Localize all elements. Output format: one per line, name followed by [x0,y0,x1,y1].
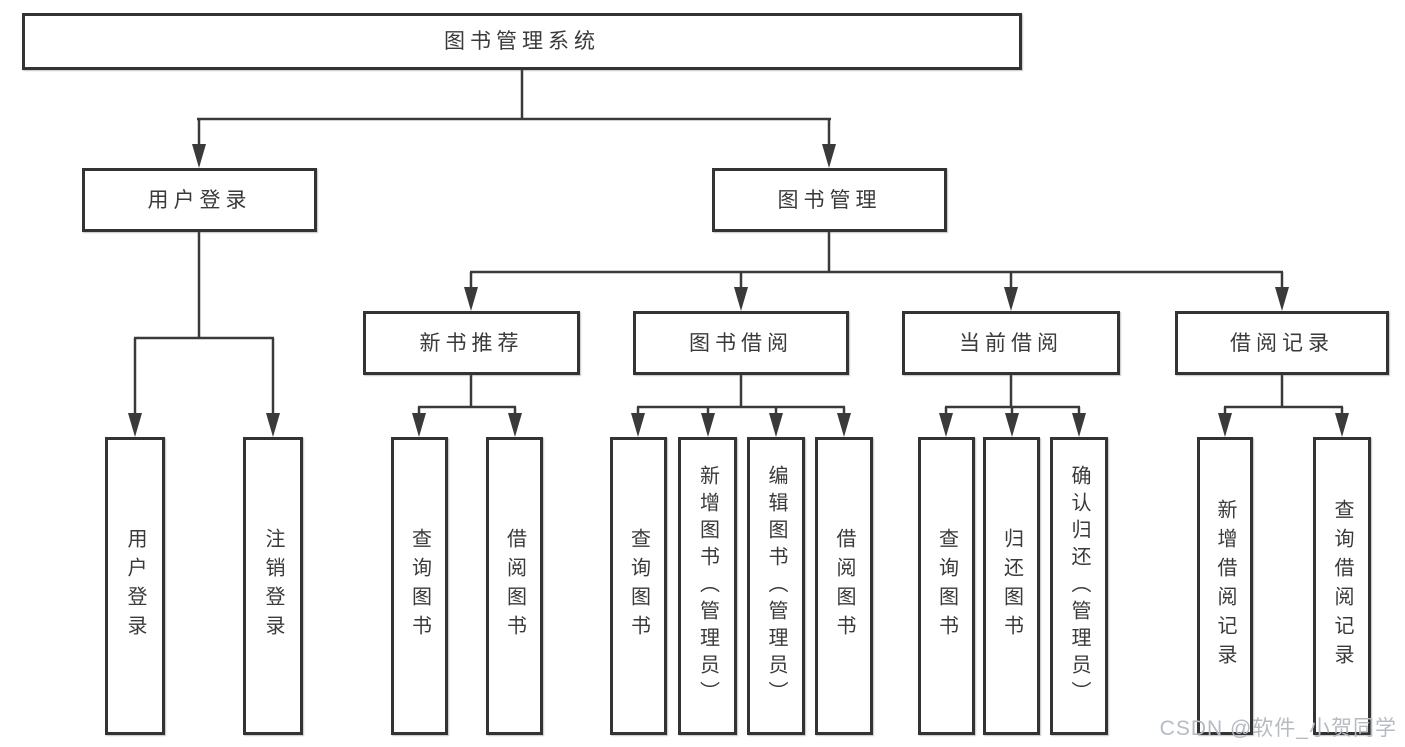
leaf-logout-label: 注销登录 [262,528,284,644]
node-new-book-recommendation-label: 新书推荐 [419,331,524,355]
node-current-borrowing-label: 当前借阅 [959,331,1063,355]
node-root-label: 图书管理系统 [444,30,600,53]
leaf-add-borrow-record: 新增借阅记录 [1197,437,1253,735]
leaf-confirm-return-admin-label: 确认归还（管理员） [1068,464,1090,708]
node-root: 图书管理系统 [22,13,1022,70]
leaf-add-borrow-record-label: 新增借阅记录 [1214,499,1236,673]
leaf-borrow-books-1-label: 借阅图书 [503,528,526,644]
node-user-login-label: 用户登录 [147,188,252,212]
node-borrowing-records: 借阅记录 [1175,311,1389,375]
leaf-search-books-1: 查询图书 [391,437,448,735]
leaf-edit-book-admin: 编辑图书（管理员） [747,437,805,735]
leaf-search-books-2: 查询图书 [610,437,667,735]
leaf-user-login-label: 用户登录 [124,528,146,644]
csdn-watermark: CSDN @软件_小贺同学 [1159,717,1397,740]
leaf-borrow-books-2: 借阅图书 [815,437,873,735]
node-new-book-recommendation: 新书推荐 [363,311,580,375]
leaf-return-books: 归还图书 [983,437,1040,735]
node-book-management-label: 图书管理 [777,188,882,212]
node-book-management: 图书管理 [712,168,947,232]
leaf-search-books-1-label: 查询图书 [408,528,431,644]
node-book-borrowing-label: 图书借阅 [689,331,793,355]
leaf-add-book-admin: 新增图书（管理员） [678,437,737,735]
node-borrowing-records-label: 借阅记录 [1230,331,1334,355]
leaf-search-books-3-label: 查询图书 [935,528,958,644]
leaf-search-books-2-label: 查询图书 [627,528,650,644]
leaf-borrow-books-2-label: 借阅图书 [833,528,855,644]
leaf-return-books-label: 归还图书 [1000,528,1023,644]
leaf-borrow-books-1: 借阅图书 [486,437,543,735]
leaf-user-login: 用户登录 [105,437,165,735]
leaf-search-borrow-record-label: 查询借阅记录 [1331,499,1353,673]
connector-segments [133,70,1344,417]
leaf-logout: 注销登录 [243,437,303,735]
node-book-borrowing: 图书借阅 [633,311,849,375]
leaf-search-books-3: 查询图书 [918,437,975,735]
leaf-edit-book-admin-label: 编辑图书（管理员） [765,464,787,708]
leaf-confirm-return-admin: 确认归还（管理员） [1050,437,1108,735]
leaf-add-book-admin-label: 新增图书（管理员） [696,464,719,708]
node-user-login: 用户登录 [82,168,317,232]
arrowheads [128,144,1349,437]
leaf-search-borrow-record: 查询借阅记录 [1313,437,1371,735]
node-current-borrowing: 当前借阅 [902,311,1120,375]
